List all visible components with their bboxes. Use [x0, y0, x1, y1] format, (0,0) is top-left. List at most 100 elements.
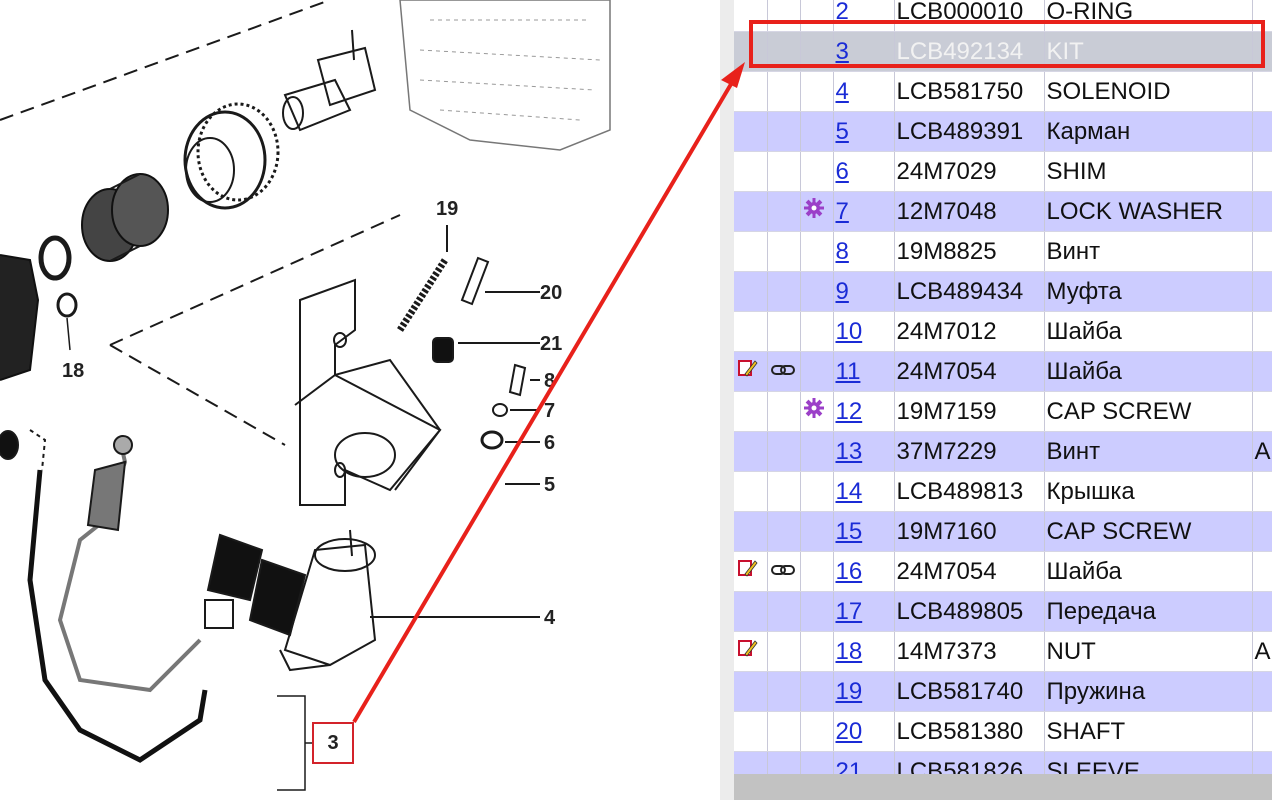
description-cell: Крышка [1044, 471, 1253, 512]
part-label-7: 7 [544, 400, 556, 422]
part-number-cell: 14M7373 [894, 631, 1045, 672]
flag-cell [734, 271, 768, 312]
part-number-cell: 12M7048 [894, 191, 1045, 232]
flag-cell [767, 511, 801, 552]
flag-cell [767, 151, 801, 192]
part-number-cell: LCB489434 [894, 271, 1045, 312]
position-link[interactable]: 11 [835, 357, 861, 385]
description-cell: CAP SCREW [1044, 391, 1253, 432]
flag-cell [767, 351, 801, 392]
position-link[interactable]: 9 [835, 277, 849, 305]
flag-cell [734, 231, 768, 272]
position-link[interactable]: 6 [835, 157, 849, 185]
flag-cell [734, 351, 768, 392]
flag-cell [734, 151, 768, 192]
description-cell: O-RING [1044, 0, 1253, 32]
pane-divider[interactable] [720, 0, 734, 800]
flag-cell [800, 351, 834, 392]
flag-cell [734, 591, 768, 632]
description-cell: Муфта [1044, 271, 1253, 312]
extra-cell [1252, 511, 1272, 552]
position-cell: 18 [833, 631, 895, 672]
part-number-cell: 24M7054 [894, 551, 1045, 592]
part-number-cell: LCB489391 [894, 111, 1045, 152]
part-number-cell: LCB581750 [894, 71, 1045, 112]
extra-cell [1252, 551, 1272, 592]
description-cell: SOLENOID [1044, 71, 1253, 112]
position-link[interactable]: 19 [835, 677, 863, 705]
flag-cell [734, 671, 768, 712]
position-link[interactable]: 16 [835, 557, 863, 585]
link-icon[interactable] [770, 558, 796, 586]
flag-cell [800, 671, 834, 712]
purple-gear-icon[interactable] [803, 197, 825, 226]
position-link[interactable]: 5 [835, 117, 849, 145]
position-cell: 8 [833, 231, 895, 272]
position-link[interactable]: 8 [835, 237, 849, 265]
flag-cell [734, 311, 768, 352]
highlight-annotation-box [749, 20, 1265, 68]
flag-cell [734, 431, 768, 472]
part-label-8: 8 [544, 370, 556, 392]
flag-cell [767, 311, 801, 352]
flag-cell [800, 431, 834, 472]
position-link[interactable]: 13 [835, 437, 863, 465]
flag-cell [800, 391, 834, 432]
position-link[interactable]: 20 [835, 717, 863, 745]
position-link[interactable]: 15 [835, 517, 863, 545]
position-link[interactable]: 14 [835, 477, 863, 505]
position-link[interactable]: 18 [835, 637, 863, 665]
part-number-cell: LCB489805 [894, 591, 1045, 632]
note-icon[interactable] [736, 357, 758, 386]
position-link[interactable]: 7 [835, 197, 849, 225]
flag-cell [800, 0, 834, 32]
note-icon[interactable] [736, 557, 758, 586]
flag-cell [734, 391, 768, 432]
extra-cell [1252, 71, 1272, 112]
flag-cell [800, 551, 834, 592]
position-link[interactable]: 12 [835, 397, 863, 425]
link-icon[interactable] [770, 358, 796, 386]
description-cell: Шайба [1044, 311, 1253, 352]
part-number-cell: 24M7054 [894, 351, 1045, 392]
flag-cell [767, 191, 801, 232]
extra-cell [1252, 351, 1272, 392]
note-icon[interactable] [736, 637, 758, 666]
position-link[interactable]: 10 [835, 317, 863, 345]
extra-cell [1252, 151, 1272, 192]
horizontal-scrollbar[interactable] [734, 774, 1272, 800]
description-cell: SHAFT [1044, 711, 1253, 752]
flag-cell [767, 671, 801, 712]
description-cell: SHIM [1044, 151, 1253, 192]
position-link[interactable]: 2 [835, 0, 849, 25]
flag-cell [734, 631, 768, 672]
position-link[interactable]: 3 [835, 37, 849, 65]
flag-cell [734, 111, 768, 152]
description-cell: LOCK WASHER [1044, 191, 1253, 232]
flag-cell [734, 191, 768, 232]
position-cell: 5 [833, 111, 895, 152]
callout-box-3[interactable]: 3 [312, 722, 354, 764]
description-cell: NUT [1044, 631, 1253, 672]
purple-gear-icon[interactable] [803, 397, 825, 426]
position-link[interactable]: 4 [835, 77, 849, 105]
position-link[interactable]: 17 [835, 597, 863, 625]
